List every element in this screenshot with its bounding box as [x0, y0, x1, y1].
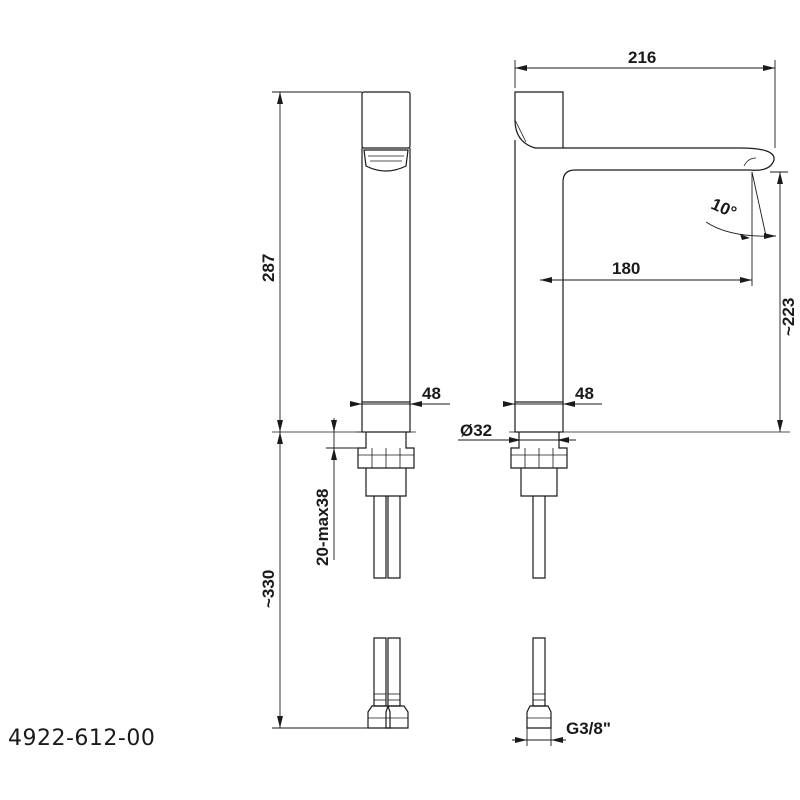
dim-hose-length: ~330	[259, 570, 278, 608]
dim-deck-thickness: 20-max38	[313, 488, 332, 566]
dim-side-width: 48	[575, 384, 594, 403]
front-view	[356, 91, 416, 729]
side-handle	[514, 91, 564, 149]
side-view	[509, 91, 775, 729]
body-column	[361, 148, 411, 402]
spout	[514, 140, 775, 402]
dim-spout-angle: 10°	[708, 194, 739, 222]
handle-lever	[361, 91, 411, 149]
dimension-lines	[272, 60, 790, 746]
dim-body-height: 287	[259, 254, 278, 282]
dim-outlet-height: ~223	[779, 298, 798, 336]
hose-hot	[387, 496, 401, 579]
hose-cold	[373, 496, 387, 579]
aerator-outline	[363, 149, 409, 172]
dim-spout-reach: 180	[612, 259, 640, 278]
side-base-ring	[514, 401, 564, 433]
side-hose-nut	[526, 705, 552, 729]
side-hose	[532, 496, 546, 579]
dim-overall-projection: 216	[628, 48, 656, 67]
dim-front-width: 48	[422, 384, 441, 403]
hose-nut-hot	[385, 705, 409, 729]
dim-connection-thread: G3/8"	[566, 719, 611, 738]
base-ring	[361, 401, 411, 433]
dim-base-diameter: Ø32	[460, 421, 492, 440]
product-code: 4922-612-00	[8, 726, 156, 751]
